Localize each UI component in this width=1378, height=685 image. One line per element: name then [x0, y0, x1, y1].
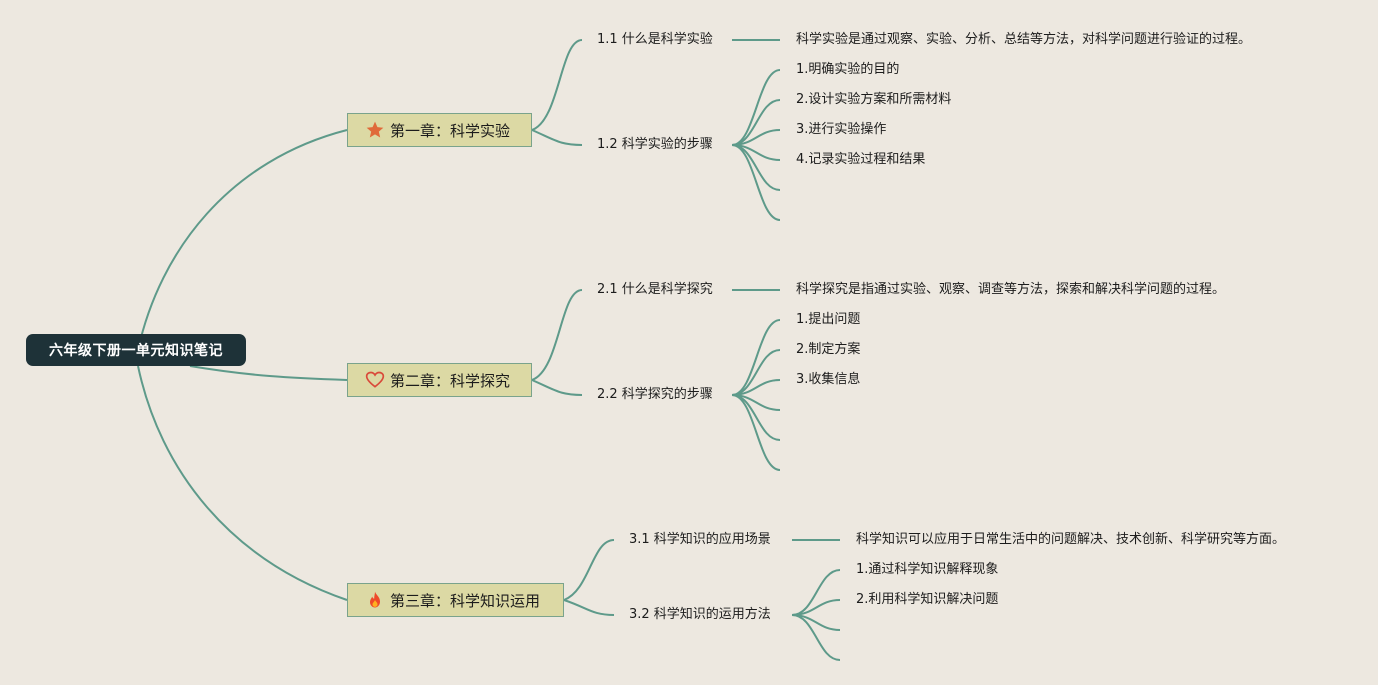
connector-root-ch3 — [137, 365, 348, 601]
leaf-node[interactable]: 4.记录实验过程和结果 — [796, 152, 926, 167]
chapter-title: 第一章：科学实验 — [390, 121, 511, 140]
connector-t22-leaf1 — [731, 319, 781, 396]
topic-node[interactable]: 3.2 科学知识的运用方法 — [629, 607, 771, 622]
chapter-title: 第三章：科学知识运用 — [390, 591, 541, 610]
connector-ch1-t2 — [531, 129, 583, 146]
chapter-node-3[interactable]: 第三章：科学知识运用 — [347, 583, 564, 617]
connector-ch2-t2 — [531, 379, 583, 396]
chapter-node-1[interactable]: 第一章：科学实验 — [347, 113, 532, 147]
connector-ch1-t1 — [531, 39, 583, 131]
connector-ch3-t1 — [563, 539, 615, 601]
leaf-node[interactable]: 科学探究是指通过实验、观察、调查等方法，探索和解决科学问题的过程。 — [796, 282, 1226, 297]
topic-node[interactable]: 2.2 科学探究的步骤 — [597, 387, 713, 402]
leaf-node[interactable]: 2.利用科学知识解决问题 — [856, 592, 999, 607]
chapter-node-2[interactable]: 第二章：科学探究 — [347, 363, 532, 397]
leaf-node[interactable]: 1.通过科学知识解释现象 — [856, 562, 999, 577]
connector-t12-leaf6 — [731, 144, 781, 221]
topic-node[interactable]: 1.1 什么是科学实验 — [597, 32, 713, 47]
leaf-node[interactable]: 1.提出问题 — [796, 312, 861, 327]
connector-t22-leaf6 — [731, 394, 781, 471]
connector-ch2-t1 — [531, 289, 583, 381]
connector-ch3-t2 — [563, 599, 615, 616]
topic-node[interactable]: 3.1 科学知识的应用场景 — [629, 532, 771, 547]
connector-root-ch2 — [189, 365, 348, 381]
star-icon — [364, 119, 386, 141]
leaf-node[interactable]: 3.收集信息 — [796, 372, 861, 387]
topic-node[interactable]: 2.1 什么是科学探究 — [597, 282, 713, 297]
leaf-node[interactable]: 1.明确实验的目的 — [796, 62, 900, 77]
root-title: 六年级下册一单元知识笔记 — [49, 343, 223, 359]
leaf-node[interactable]: 科学实验是通过观察、实验、分析、总结等方法，对科学问题进行验证的过程。 — [796, 32, 1252, 47]
root-node[interactable]: 六年级下册一单元知识笔记 — [26, 334, 246, 366]
chapter-title: 第二章：科学探究 — [390, 371, 511, 390]
connector-root-ch1 — [137, 129, 348, 351]
leaf-node[interactable]: 3.进行实验操作 — [796, 122, 887, 137]
leaf-node[interactable]: 2.设计实验方案和所需材料 — [796, 92, 952, 107]
leaf-node[interactable]: 科学知识可以应用于日常生活中的问题解决、技术创新、科学研究等方面。 — [856, 532, 1286, 547]
topic-node[interactable]: 1.2 科学实验的步骤 — [597, 137, 713, 152]
fire-icon — [364, 589, 386, 611]
connector-t12-leaf1 — [731, 69, 781, 146]
connector-t32-leaf4 — [791, 614, 841, 661]
leaf-node[interactable]: 2.制定方案 — [796, 342, 861, 357]
heart-icon — [364, 369, 386, 391]
